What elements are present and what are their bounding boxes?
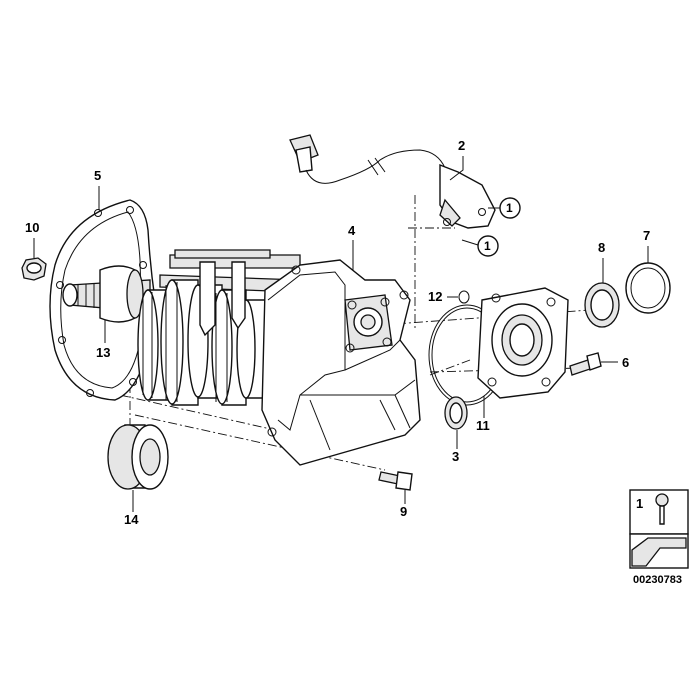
label-4: 4 bbox=[348, 223, 356, 238]
o-ring-part bbox=[458, 290, 470, 304]
label-6: 6 bbox=[622, 355, 629, 370]
legend-box: 1 00230783 bbox=[629, 489, 689, 586]
output-cover-part bbox=[428, 287, 569, 406]
callouts: 2 4 5 6 7 8 9 10 11 12 13 14 3 bbox=[25, 138, 650, 527]
small-seal-part bbox=[444, 396, 468, 430]
label-12: 12 bbox=[428, 289, 442, 304]
label-5: 5 bbox=[94, 168, 101, 183]
ref-callout-1b: 1 bbox=[484, 239, 491, 253]
input-shaft-part bbox=[62, 265, 151, 323]
reference-callouts: 1 1 bbox=[461, 197, 521, 257]
sensor-part bbox=[289, 134, 496, 229]
shaft-seal-part bbox=[584, 282, 620, 328]
label-11: 11 bbox=[476, 418, 490, 433]
label-14: 14 bbox=[124, 512, 139, 527]
nut-part bbox=[21, 257, 47, 281]
drawing-number: 00230783 bbox=[633, 574, 682, 586]
ring-part bbox=[625, 262, 671, 314]
bearing-part bbox=[107, 424, 169, 490]
label-3: 3 bbox=[452, 449, 459, 464]
label-2: 2 bbox=[458, 138, 465, 153]
arrow-icon bbox=[631, 537, 687, 567]
gear-cluster-part bbox=[137, 249, 301, 406]
label-13: 13 bbox=[96, 345, 110, 360]
gearbox-housing-part bbox=[261, 259, 421, 466]
ref-callout-1a: 1 bbox=[506, 201, 513, 215]
label-10: 10 bbox=[25, 220, 39, 235]
label-9: 9 bbox=[400, 504, 407, 519]
legend-number: 1 bbox=[636, 496, 643, 511]
label-8: 8 bbox=[598, 240, 605, 255]
bolt-9-part bbox=[378, 471, 413, 491]
label-7: 7 bbox=[643, 228, 650, 243]
bolt-6-part bbox=[569, 352, 602, 376]
